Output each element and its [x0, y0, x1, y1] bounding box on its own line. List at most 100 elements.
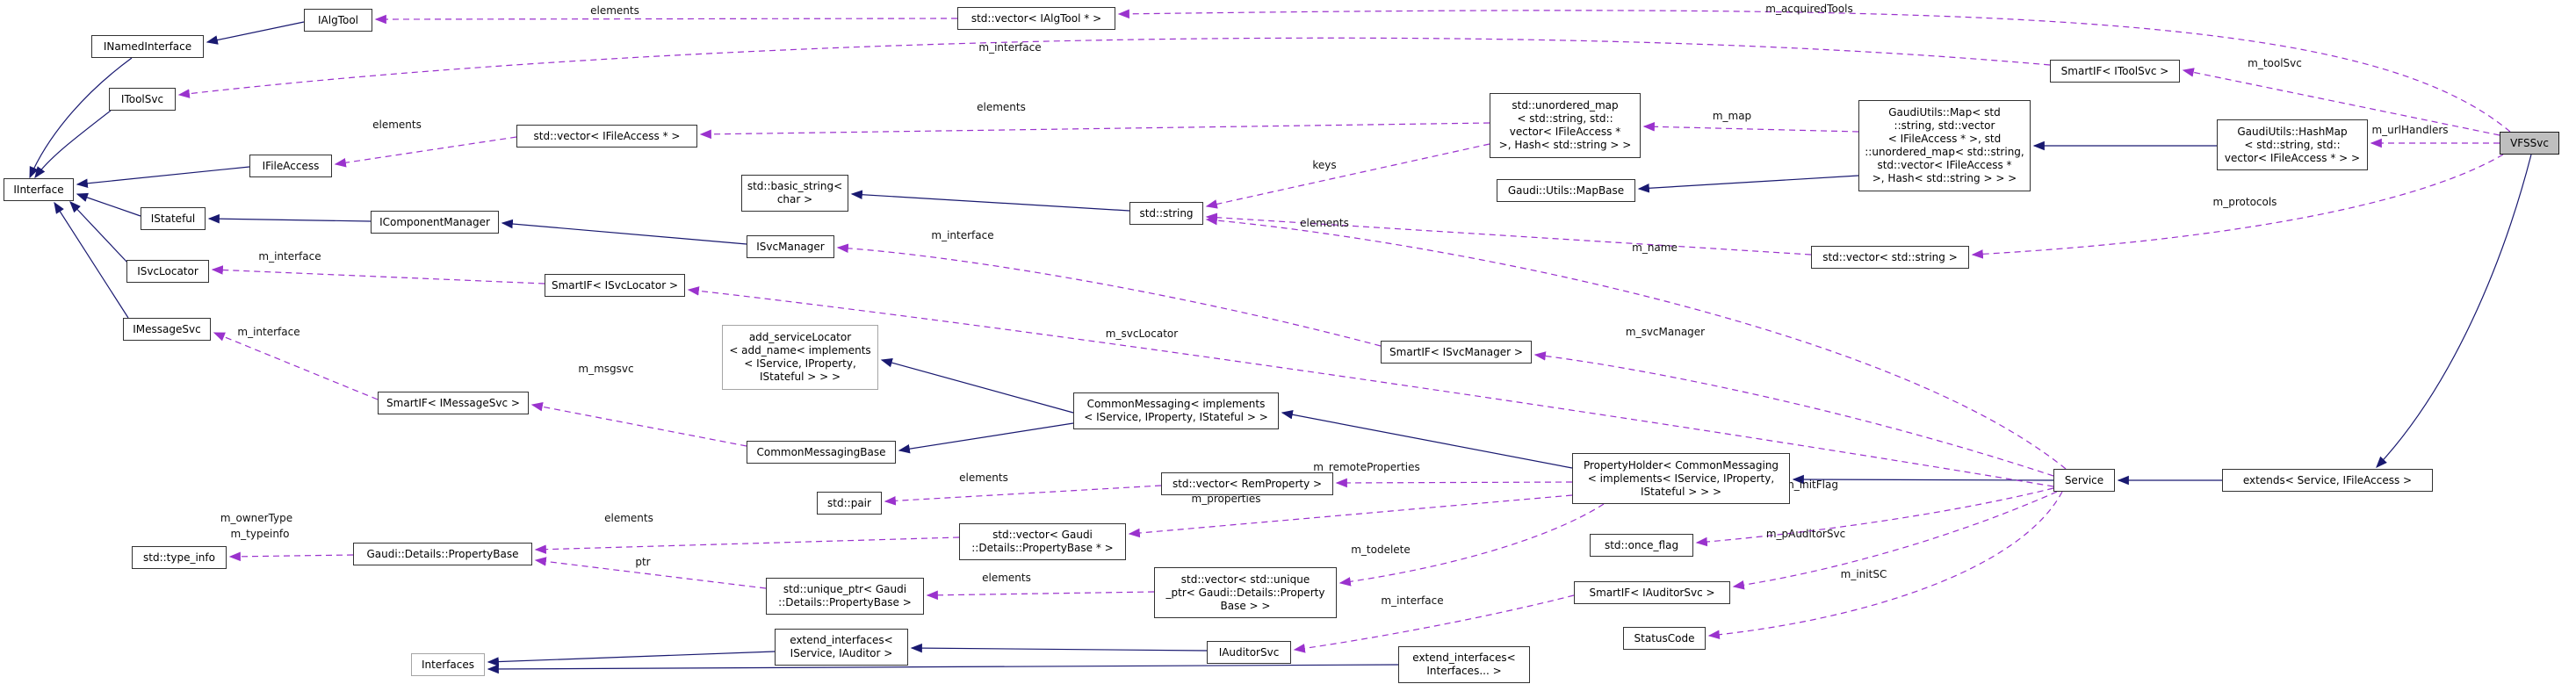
edge-label: m_interface: [258, 250, 321, 263]
node-stdstring[interactable]: std::string: [1129, 202, 1203, 225]
node-label-line: < IFileAccess * >, std: [1887, 133, 2002, 145]
node-label-line: std::vector< std::unique: [1180, 572, 1310, 586]
inheritance-edge-0: [206, 21, 305, 45]
node-label-line: IStateful: [150, 212, 196, 225]
node-label-line: SmartIF< ISvcManager >: [1389, 345, 1523, 358]
node-smartif_itoolsvc[interactable]: SmartIF< IToolSvc >: [2050, 60, 2180, 83]
node-label-line: Interfaces: [422, 658, 474, 671]
edge-label: m_protocols: [2213, 196, 2277, 208]
edge-label: keys: [1312, 159, 1336, 171]
node-itoolsvc[interactable]: IToolSvc: [109, 88, 176, 111]
usage-edge-48: [1339, 503, 1605, 587]
node-label-line: IService, IAuditor >: [790, 647, 893, 659]
edge-label: m_urlHandlers: [2371, 124, 2448, 136]
node-vec_propertybase[interactable]: std::vector< Gaudi::Details::PropertyBas…: [959, 523, 1126, 560]
usage-edge-23: [177, 37, 2051, 98]
inheritance-edge-16: [880, 358, 1074, 414]
usage-edge-26: [699, 122, 1490, 140]
node-icomponentmanager[interactable]: IComponentManager: [371, 211, 499, 234]
node-label-line: Gaudi::Utils::MapBase: [1507, 184, 1625, 197]
node-ialgtool[interactable]: IAlgTool: [304, 9, 372, 32]
edge-label: m_initFlag: [1784, 479, 1838, 491]
node-inamedinterface[interactable]: INamedInterface: [91, 35, 204, 58]
node-label-line: std::vector< RemProperty >: [1172, 477, 1323, 490]
node-label-line: extend_interfaces<: [1412, 652, 1516, 664]
node-propertyholder[interactable]: PropertyHolder< CommonMessaging< impleme…: [1572, 453, 1790, 504]
edge-label: m_interface: [978, 41, 1041, 54]
inheritance-edge-18: [910, 643, 1208, 653]
node-label-line: IToolSvc: [120, 92, 164, 105]
node-propertybase[interactable]: Gaudi::Details::PropertyBase: [353, 543, 532, 565]
node-smartif_isvcmanager[interactable]: SmartIF< ISvcManager >: [1381, 341, 1532, 364]
usage-edge-49: [1293, 594, 1575, 653]
node-label-line: ISvcManager: [756, 240, 825, 253]
node-iinterface[interactable]: IInterface: [4, 178, 74, 201]
node-label-line: ::unordered_map< std::string,: [1865, 146, 2024, 158]
node-label-line: ::Details::PropertyBase * >: [971, 542, 1114, 554]
node-label-line: std::unordered_map: [1512, 99, 1619, 112]
node-hashmap[interactable]: GaudiUtils::HashMap< std::string, std::v…: [2217, 119, 2368, 170]
node-gaudimap[interactable]: GaudiUtils::Map< std::string, std::vecto…: [1858, 100, 2031, 191]
node-vec_remproperty[interactable]: std::vector< RemProperty >: [1161, 472, 1333, 495]
node-vec_ifileaccess[interactable]: std::vector< IFileAccess * >: [516, 125, 697, 148]
node-ifileaccess[interactable]: IFileAccess: [249, 155, 332, 177]
node-stdpair[interactable]: std::pair: [817, 492, 882, 515]
node-once_flag[interactable]: std::once_flag: [1590, 534, 1693, 557]
usage-edge-25: [334, 136, 517, 168]
node-vec_unique[interactable]: std::vector< std::unique_ptr< Gaudi::Det…: [1154, 567, 1337, 618]
node-smartif_isvclocator[interactable]: SmartIF< ISvcLocator >: [545, 274, 685, 297]
node-commonmessaging[interactable]: CommonMessaging< implements< IService, I…: [1073, 392, 1279, 429]
node-extends_box[interactable]: extends< Service, IFileAccess >: [2222, 469, 2433, 492]
node-vfssvc: VFSSvc: [2500, 132, 2559, 155]
node-basic_string[interactable]: std::basic_string<char >: [741, 175, 848, 212]
node-label-line: std::vector< Gaudi: [992, 529, 1093, 541]
node-label-line: Interfaces... >: [1426, 665, 1502, 677]
node-vec_string[interactable]: std::vector< std::string >: [1811, 246, 1969, 269]
node-label-line: std::unique_ptr< Gaudi: [783, 583, 907, 595]
edge-label: m_interface: [1381, 594, 1443, 607]
usage-edge-41: [534, 536, 960, 554]
node-label-line: extends< Service, IFileAccess >: [2242, 473, 2413, 486]
node-label-line: >, Hash< std::string > >: [1498, 139, 1632, 151]
node-istateful[interactable]: IStateful: [141, 207, 206, 230]
node-isvclocator[interactable]: ISvcLocator: [126, 260, 209, 283]
usage-edge-37: [530, 402, 747, 447]
node-label-line: std::pair: [827, 496, 871, 509]
node-mapbase[interactable]: Gaudi::Utils::MapBase: [1497, 179, 1635, 202]
node-label-line: IComponentManager: [379, 215, 490, 228]
usage-edge-21: [374, 14, 958, 25]
node-label-line: SmartIF< IToolSvc >: [2060, 64, 2169, 77]
node-label-line: IAuditorSvc: [1218, 645, 1280, 659]
edge-label: elements: [1300, 217, 1349, 229]
node-iauditorsvc[interactable]: IAuditorSvc: [1207, 641, 1291, 664]
node-smartif_iauditorsvc[interactable]: SmartIF< IAuditorSvc >: [1574, 581, 1730, 604]
edge-label: elements: [604, 512, 653, 524]
inheritance-edge-3: [76, 166, 250, 189]
node-unique_ptr[interactable]: std::unique_ptr< Gaudi::Details::Propert…: [766, 578, 924, 615]
edge-label: elements: [372, 119, 422, 131]
edge-label: m_todelete: [1351, 544, 1411, 556]
inheritance-edge-9: [850, 190, 1130, 212]
usage-edge-50: [1205, 215, 2067, 470]
node-service[interactable]: Service: [2053, 469, 2115, 492]
node-smartif_imessagesvc[interactable]: SmartIF< IMessageSvc >: [378, 392, 529, 414]
node-unordered_map[interactable]: std::unordered_map< std::string, std::ve…: [1490, 93, 1641, 158]
node-extintf_interfaces[interactable]: extend_interfaces<Interfaces... >: [1398, 646, 1530, 683]
node-commonmessagingbase[interactable]: CommonMessagingBase: [747, 441, 896, 464]
node-isvcmanager[interactable]: ISvcManager: [747, 235, 834, 258]
node-label-line: PropertyHolder< CommonMessaging: [1583, 458, 1779, 472]
node-label-line: add_serviceLocator: [748, 331, 852, 343]
node-extintf_svc_aud[interactable]: extend_interfaces<IService, IAuditor >: [775, 629, 908, 666]
edge-label: m_svcManager: [1626, 326, 1705, 338]
node-statuscode[interactable]: StatusCode: [1623, 627, 1706, 650]
node-vec_ialgtool[interactable]: std::vector< IAlgTool * >: [957, 7, 1115, 30]
node-label-line: < IService, IProperty,: [744, 357, 856, 370]
node-type_info[interactable]: std::type_info: [132, 546, 227, 569]
node-label-line: IFileAccess: [262, 159, 320, 172]
usage-edge-40: [1128, 494, 1573, 538]
node-imessagesvc[interactable]: IMessageSvc: [123, 318, 211, 341]
node-label-line: std::once_flag: [1604, 538, 1679, 551]
node-label-line: std::vector< std::string >: [1822, 250, 1958, 263]
inheritance-edge-2: [34, 110, 112, 179]
